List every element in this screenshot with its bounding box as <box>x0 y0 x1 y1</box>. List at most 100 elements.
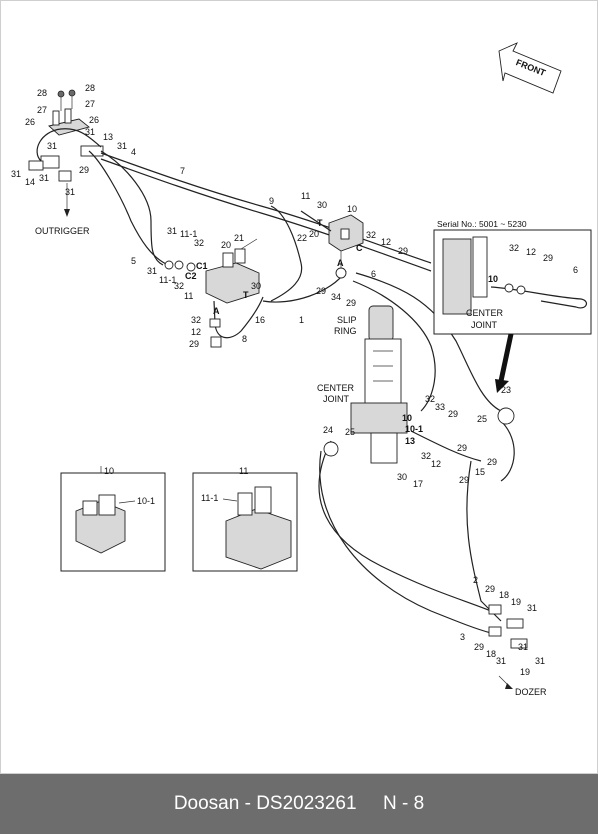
callout-33l: 31 <box>535 656 545 666</box>
callout-31g: 29 <box>448 409 458 419</box>
inset-10-title: 10 <box>104 466 114 476</box>
inset-valve-10 <box>60 466 166 572</box>
outrigger-label: OUTRIGGER <box>35 226 90 236</box>
callout-31d: 29 <box>316 286 326 296</box>
callout-33d: 31 <box>11 169 21 179</box>
hose-outrigger-loop <box>36 128 102 162</box>
callout-10a: 10 <box>347 204 357 214</box>
callout-3: 3 <box>460 632 465 642</box>
front-arrow-icon: FRONT <box>498 42 562 94</box>
port-c2: C2 <box>185 271 197 281</box>
callout-5: 5 <box>131 256 136 266</box>
callout-22a: 20 <box>221 240 231 250</box>
callout-33g: 31 <box>167 226 177 236</box>
callout-31j: 29 <box>459 475 469 485</box>
callout-30a: 28 <box>37 88 47 98</box>
callout-6b: 6 <box>573 265 578 275</box>
callout-34e: 32 <box>509 243 519 253</box>
inset-11-title: 11 <box>239 466 248 476</box>
center-joint-inset-l2: JOINT <box>471 320 498 330</box>
slip-ring-l1: SLIP <box>337 315 357 325</box>
callout-13b: 11-1 <box>159 275 176 285</box>
callout-19: 17 <box>413 479 423 489</box>
callout-31c: 29 <box>398 246 408 256</box>
port-t2: T <box>317 218 323 228</box>
callout-33e: 31 <box>39 173 49 183</box>
hose-25 <box>500 420 515 482</box>
hose-2 <box>318 440 492 612</box>
callout-28a: 26 <box>25 117 35 127</box>
callout-34d: 32 <box>366 230 376 240</box>
callout-29b: 27 <box>85 99 95 109</box>
callout-35: 33 <box>435 402 445 412</box>
callout-10c: 10 <box>402 413 412 423</box>
serial-label: Serial No.: 5001 ~ 5230 <box>437 219 527 229</box>
footer-gap <box>357 793 383 815</box>
footer-separator: - <box>239 793 257 814</box>
callout-14a: 12 <box>191 327 201 337</box>
inset-10-part: 10-1 <box>137 496 155 506</box>
outrigger-bracket <box>28 89 104 217</box>
port-c: C <box>356 243 363 253</box>
dozer-fittings <box>488 604 528 689</box>
hose-4 <box>100 150 164 266</box>
callout-14c: 12 <box>526 247 536 257</box>
hose-right <box>466 460 502 622</box>
fitting-14-31 <box>209 318 222 348</box>
callout-34c: 32 <box>191 315 201 325</box>
callout-33c: 31 <box>117 141 127 151</box>
hose-valve-link <box>410 430 482 462</box>
callout-labels: 28 28 27 27 26 26 31 31 13 31 4 7 29 31 … <box>11 83 578 697</box>
callout-15: 13 <box>103 132 113 142</box>
callout-34a: 32 <box>194 238 204 248</box>
callout-23: 21 <box>234 233 244 243</box>
clamp-26 <box>323 441 339 457</box>
callout-31h: 29 <box>457 443 467 453</box>
callout-8: 8 <box>242 334 247 344</box>
callout-31b: 29 <box>189 339 199 349</box>
callout-31k: 29 <box>485 584 495 594</box>
callout-17: 15 <box>475 467 485 477</box>
callout-31l: 29 <box>474 642 484 652</box>
center-joint-l1: CENTER <box>317 383 355 393</box>
callout-32a: 30 <box>251 281 261 291</box>
callout-14b: 12 <box>381 237 391 247</box>
callout-34f: 32 <box>425 394 435 404</box>
callout-24: 22 <box>297 233 307 243</box>
callout-32c: 30 <box>397 472 407 482</box>
valve-block-10 <box>300 210 364 279</box>
footer-page: N - 8 <box>382 793 425 814</box>
callout-21b: 19 <box>520 667 530 677</box>
callout-31f: 29 <box>543 253 553 263</box>
callout-2: 2 <box>473 575 478 585</box>
port-a1: A <box>213 306 220 316</box>
callout-31i: 29 <box>487 457 497 467</box>
callout-28b: 26 <box>89 115 99 125</box>
callout-27b: 25 <box>345 427 355 437</box>
port-c1: C1 <box>196 261 208 271</box>
center-joint-l2: JOINT <box>323 394 350 404</box>
callout-33b: 31 <box>85 127 95 137</box>
footer-bar: Doosan - DS2023261 N - 8 <box>0 774 598 834</box>
callout-33i: 31 <box>527 603 537 613</box>
callout-34b: 32 <box>174 281 184 291</box>
callout-20b: 18 <box>486 649 496 659</box>
hose-7 <box>100 152 432 272</box>
slip-ring-l2: RING <box>334 326 357 336</box>
callout-33a: 31 <box>47 141 57 151</box>
callout-26: 24 <box>323 425 333 435</box>
callout-25: 23 <box>501 385 511 395</box>
callout-16: 14 <box>25 177 35 187</box>
hose-9 <box>270 205 303 302</box>
center-joint <box>350 305 408 464</box>
footer-part-number: DS2023261 <box>256 793 357 814</box>
callout-11a: 11 <box>184 291 193 301</box>
callout-31e: 29 <box>346 298 356 308</box>
callout-36: 34 <box>331 292 341 302</box>
hose-center-joint <box>352 280 436 412</box>
callout-18: 16 <box>255 315 265 325</box>
callout-33k: 31 <box>518 642 528 652</box>
dozer-label: DOZER <box>515 687 547 697</box>
callout-1: 1 <box>299 315 304 325</box>
hydraulic-hose-diagram: FRONT <box>11 42 592 697</box>
